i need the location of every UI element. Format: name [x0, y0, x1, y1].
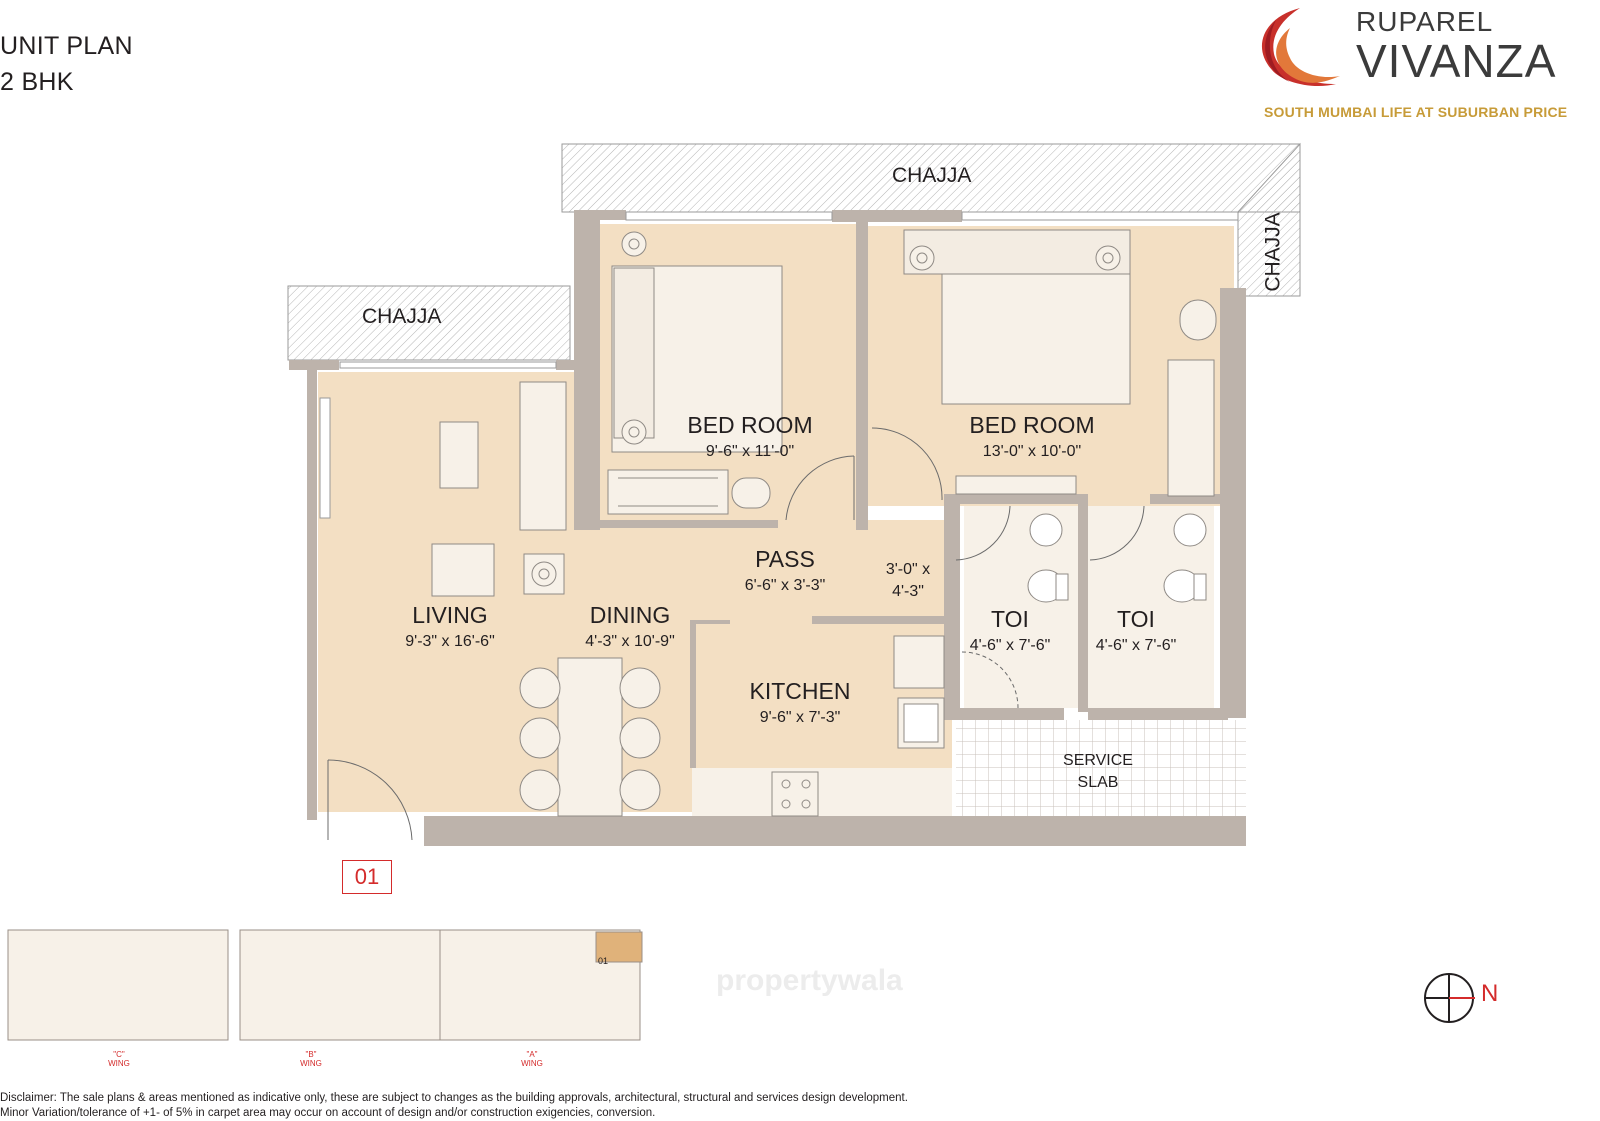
chajja-top-label: CHAJJA: [892, 164, 972, 187]
chajja-right-area: [1237, 142, 1301, 297]
toilet-1-name: TOI: [991, 606, 1029, 632]
lobby-label: 3'-0" x 4'-3": [868, 561, 948, 601]
living-label: LIVING 9'-3" x 16'-6": [390, 602, 510, 651]
compass-icon: [1424, 973, 1475, 1023]
bedroom-2-name: BED ROOM: [969, 412, 1095, 438]
service-slab-line1: SERVICE: [1063, 752, 1133, 769]
toilet-1-dimensions: 4'-6" x 7'-6": [969, 637, 1051, 654]
service-slab-label: SERVICE SLAB: [1048, 750, 1148, 794]
toilet-1-label: TOI 4'-6" x 7'-6": [958, 606, 1062, 655]
key-plan-highlighted-unit: 01: [598, 956, 609, 966]
wing-c-label: WING: [108, 1059, 130, 1068]
kitchen-dimensions: 9'-6" x 7'-3": [759, 709, 841, 726]
door-swings: [327, 427, 1145, 841]
windows: [319, 211, 1239, 519]
service-slab-line2: SLAB: [1077, 774, 1119, 791]
bedroom1-furniture: [607, 231, 783, 515]
disclaimer-line1: Disclaimer: The sale plans & areas menti…: [0, 1092, 908, 1104]
wing-c-letter: "C": [113, 1050, 125, 1059]
bedroom2-furniture: [903, 229, 1217, 497]
bedroom-1-dimensions: 9'-6" x 11'-0": [705, 443, 795, 460]
plan-heading: UNIT PLAN 2 BHK: [0, 28, 133, 100]
brand-logo-mark: [1261, 8, 1340, 87]
key-plan-wing-b: "B" WING: [299, 1050, 323, 1068]
wing-b-label: WING: [300, 1059, 322, 1068]
lobby-dim-line2: 4'-3": [892, 583, 924, 600]
key-plan-wing-c: "C" WING: [107, 1050, 131, 1068]
brand-name-line2: VIVANZA: [1356, 35, 1557, 87]
wing-b-letter: "B": [305, 1050, 317, 1059]
kitchen-label: KITCHEN 9'-6" x 7'-3": [738, 678, 862, 727]
toilet-2-name: TOI: [1117, 606, 1155, 632]
disclaimer-line2: Minor Variation/tolerance of +1- of 5% i…: [0, 1107, 656, 1119]
plan-subtitle: 2 BHK: [0, 68, 74, 96]
key-plan: [7, 929, 643, 1041]
bedroom-2-dimensions: 13'-0" x 10'-0": [982, 443, 1082, 460]
unit-number-tag: 01: [342, 860, 392, 894]
living-dimensions: 9'-3" x 16'-6": [405, 633, 495, 650]
watermark: propertywala: [716, 964, 903, 997]
dining-dimensions: 4'-3" x 10'-9": [585, 633, 675, 650]
wing-a-label: WING: [521, 1059, 543, 1068]
pass-label: PASS 6'-6" x 3'-3": [720, 546, 850, 595]
pass-name: PASS: [755, 546, 815, 572]
kitchen-fixtures: [771, 635, 945, 817]
disclaimer: Disclaimer: The sale plans & areas menti…: [0, 1091, 1020, 1121]
key-plan-wing-a: "A" WING: [520, 1050, 544, 1068]
pass-dimensions: 6'-6" x 3'-3": [744, 577, 826, 594]
toilet-2-dimensions: 4'-6" x 7'-6": [1095, 637, 1177, 654]
wing-a-letter: "A": [526, 1050, 538, 1059]
bedroom-2-label: BED ROOM 13'-0" x 10'-0": [942, 412, 1122, 461]
plan-title: UNIT PLAN: [0, 32, 133, 60]
bedroom-1-label: BED ROOM 9'-6" x 11'-0": [660, 412, 840, 461]
north-label: N: [1481, 980, 1499, 1007]
living-dining-furniture: [431, 381, 661, 817]
bedroom-1-name: BED ROOM: [687, 412, 813, 438]
living-name: LIVING: [412, 602, 488, 628]
dining-name: DINING: [589, 602, 671, 628]
kitchen-name: KITCHEN: [749, 678, 851, 704]
walls: [289, 210, 1246, 846]
brand-name-line1: RUPAREL: [1356, 6, 1494, 37]
brand-tagline: SOUTH MUMBAI LIFE AT SUBURBAN PRICE: [1264, 104, 1568, 120]
chajja-left-label: CHAJJA: [362, 305, 442, 328]
dining-label: DINING 4'-3" x 10'-9": [570, 602, 690, 651]
lobby-dim-line1: 3'-0" x: [885, 561, 931, 578]
toilet-fixtures: [1027, 513, 1207, 603]
toilet-2-label: TOI 4'-6" x 7'-6": [1084, 606, 1188, 655]
chajja-right-label: CHAJJA: [1261, 212, 1285, 292]
